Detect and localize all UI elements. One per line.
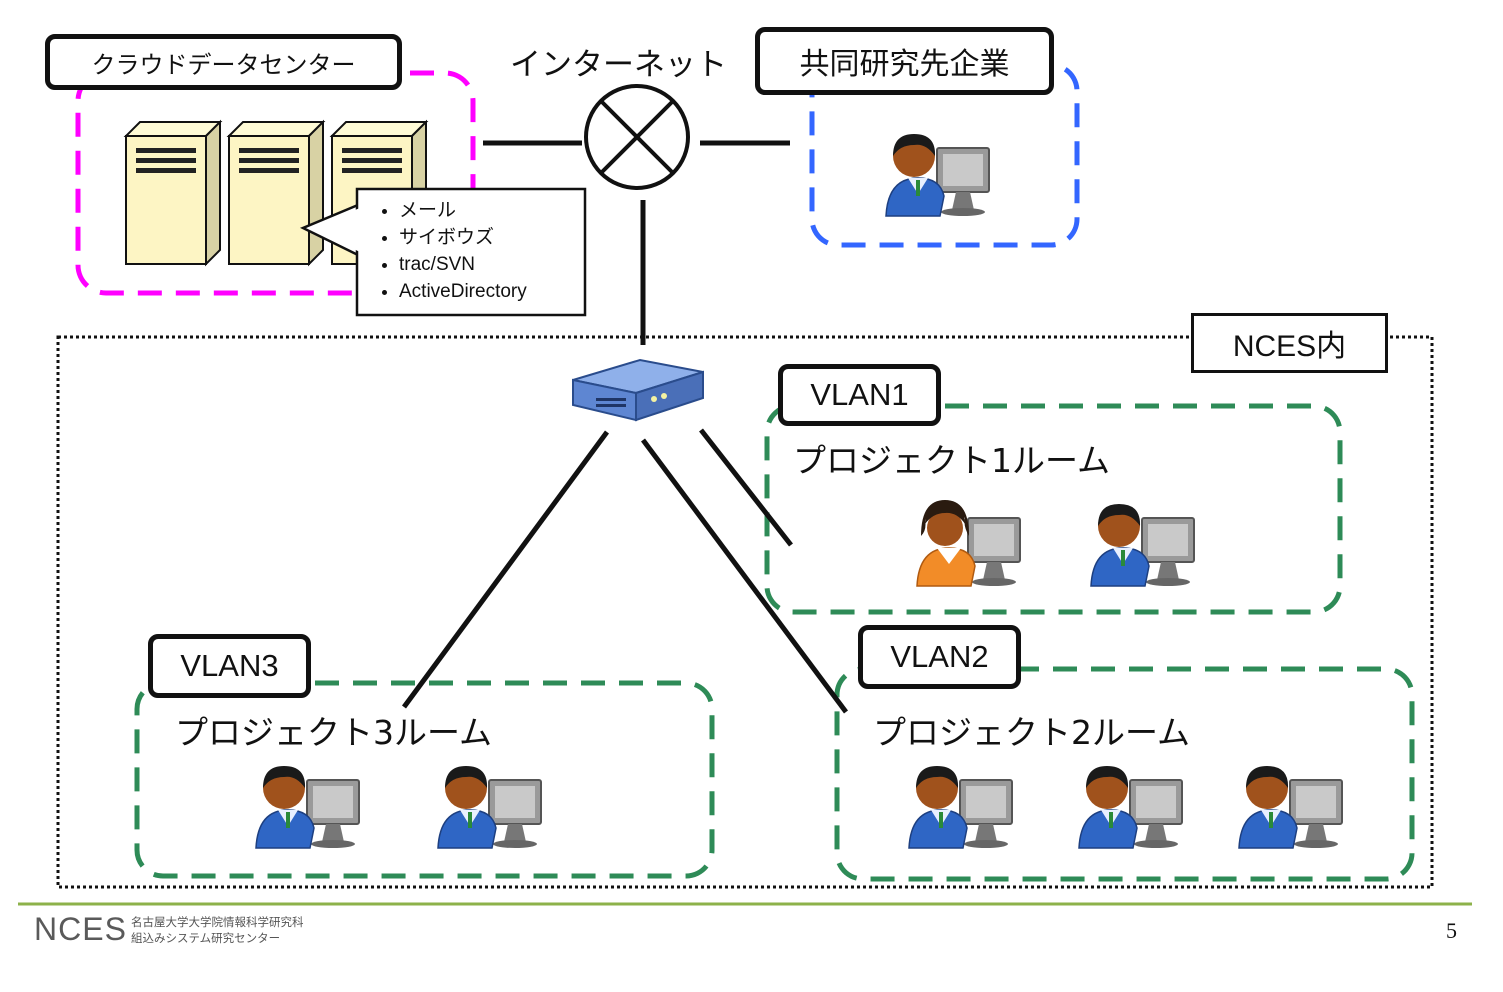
nces-label: NCES内 — [1191, 313, 1388, 373]
partner-company-border — [809, 62, 1080, 248]
server-icon — [228, 121, 324, 265]
user-icon — [908, 765, 1013, 849]
link-switch-vlan3 — [401, 430, 610, 709]
service-item: サイボウズ — [399, 224, 575, 251]
user-icon — [1238, 765, 1343, 849]
footer-org-line2: 組込みシステム研究センター — [131, 931, 281, 945]
user-icon — [255, 765, 360, 849]
cloud-datacenter-title: クラウドデータセンター — [45, 34, 402, 90]
vlan3-tag: VLAN3 — [148, 634, 311, 698]
footer-logo: NCES — [34, 911, 127, 947]
service-item: trac/SVN — [399, 251, 575, 278]
server-icon — [125, 121, 221, 265]
vlan2-tag: VLAN2 — [858, 625, 1021, 689]
vlan2-room-label: プロジェクト2ルーム — [873, 713, 1191, 752]
user-icon — [916, 499, 1021, 587]
vlan1-tag: VLAN1 — [778, 364, 941, 426]
internet-label: インターネット — [510, 47, 727, 83]
link-switch-vlan1 — [699, 428, 793, 547]
nces-boundary — [56, 335, 1434, 889]
user-icon — [437, 765, 542, 849]
internet-cross-icon — [584, 84, 690, 190]
user-icon — [885, 133, 990, 217]
services-callout: メール サイボウズ trac/SVN ActiveDirectory — [357, 189, 585, 315]
footer-org: 名古屋大学大学院情報科学研究科 組込みシステム研究センター — [131, 914, 304, 946]
page-number: 5 — [1446, 918, 1457, 943]
vlan3-room-border — [134, 680, 715, 879]
service-item: ActiveDirectory — [399, 278, 575, 305]
user-icon — [1078, 765, 1183, 849]
switch-icon — [572, 358, 704, 422]
vlan3-room-label: プロジェクト3ルーム — [175, 713, 493, 752]
services-callout-shape — [299, 187, 587, 317]
partner-company-title: 共同研究先企業 — [755, 27, 1054, 95]
user-icon — [1090, 503, 1195, 587]
service-item: メール — [399, 197, 575, 224]
footer-org-line1: 名古屋大学大学院情報科学研究科 — [131, 915, 304, 929]
link-switch-vlan2 — [640, 438, 849, 714]
vlan1-room-label: プロジェクト1ルーム — [793, 441, 1111, 480]
